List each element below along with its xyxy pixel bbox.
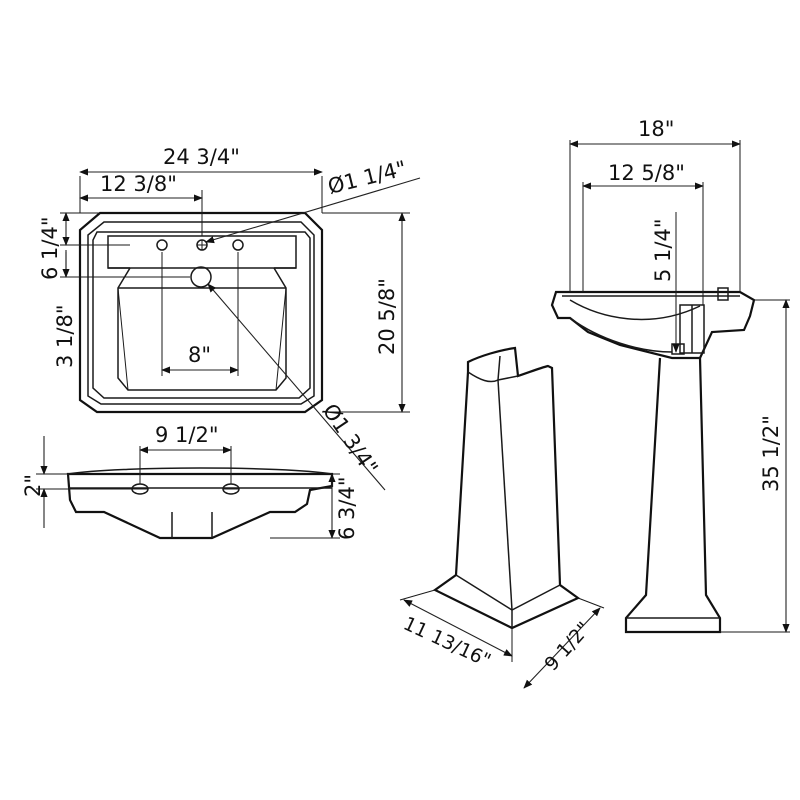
sink-front-view: 9 1/2" 2" 6 3/4" (21, 423, 359, 540)
dim-mount-hole-height: 2" (21, 474, 45, 497)
dim-drain-drop: 5 1/4" (651, 219, 675, 283)
dim-basin-height: 6 3/4" (335, 477, 359, 541)
dim-side-depth: 18" (638, 117, 674, 141)
dim-top-width: 24 3/4" (163, 145, 240, 169)
dim-side-to-drain: 12 5/8" (608, 161, 685, 185)
dim-top-half-width: 12 3/8" (100, 172, 177, 196)
faucet-hole-right (232, 239, 244, 251)
pedestal-view: 11 13/16" 9 1/2" (399, 346, 605, 689)
drain-hole (190, 266, 212, 288)
dim-mount-hole-spread: 9 1/2" (155, 423, 219, 447)
dim-faucet-to-drain: 3 1/8" (53, 305, 77, 369)
dim-total-height: 35 1/2" (759, 415, 783, 492)
dim-faucet-hole-dia: Ø1 1/4" (325, 156, 408, 199)
dim-drain-dia: Ø1 3/4" (318, 399, 383, 479)
dim-depth-total: 20 5/8" (375, 278, 399, 355)
dim-faucet-spread: 8" (188, 343, 211, 367)
dim-pedestal-depth: 11 13/16" (400, 613, 494, 673)
dim-pedestal-width: 9 1/2" (540, 618, 595, 675)
sink-top-view: 24 3/4" 12 3/8" Ø1 1/4" 20 5/8" 6 1/4" 3… (38, 145, 421, 491)
faucet-hole-left (156, 239, 168, 251)
dim-front-to-faucet: 6 1/4" (38, 217, 62, 281)
side-view: 18" 12 5/8" 5 1/4" 35 1/2" (550, 117, 790, 634)
